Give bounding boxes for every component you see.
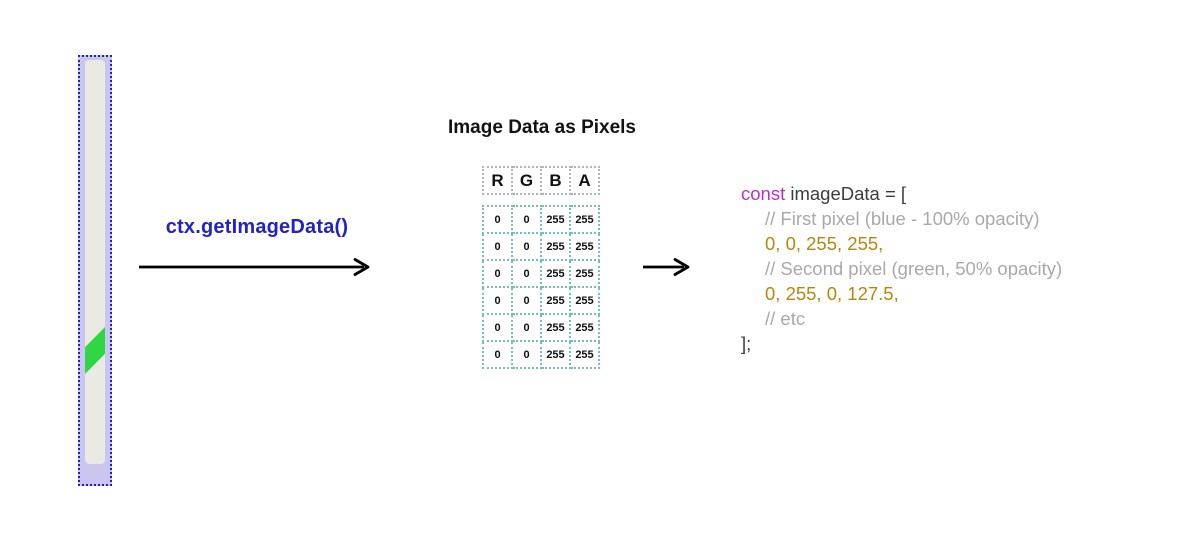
pixel-cell: 255	[540, 313, 571, 342]
green-brush-stroke	[85, 327, 105, 374]
code-token-keyword: const	[741, 183, 791, 204]
pixel-cell: 255	[540, 286, 571, 315]
pixel-header-cell: R	[482, 166, 513, 195]
pixel-cell: 0	[482, 340, 513, 369]
pixel-cell: 0	[511, 232, 542, 261]
pixel-cell: 0	[482, 259, 513, 288]
code-line: ];	[741, 331, 1062, 356]
pixel-table-title: Image Data as Pixels	[448, 117, 636, 138]
pixel-cell: 0	[511, 205, 542, 234]
pixel-cell: 0	[482, 313, 513, 342]
arrow-right-icon	[643, 258, 690, 276]
pixel-cell: 255	[540, 232, 571, 261]
get-image-data-label: ctx.getImageData()	[165, 216, 349, 238]
pixel-header-cell: G	[511, 166, 542, 195]
code-token-plain: ];	[741, 333, 752, 354]
pixel-header-cell: A	[569, 166, 600, 195]
pixel-cell: 255	[569, 340, 600, 369]
pixel-cell: 0	[482, 286, 513, 315]
pixel-cell: 0	[482, 232, 513, 261]
pixel-cell: 255	[540, 205, 571, 234]
pixel-cell: 255	[569, 286, 600, 315]
code-token-number: 0, 0, 255, 255,	[765, 233, 884, 254]
pixel-cell: 0	[511, 259, 542, 288]
code-block: const imageData = [// First pixel (blue …	[741, 181, 1062, 356]
pixel-cell: 255	[569, 205, 600, 234]
source-canvas	[78, 55, 112, 486]
pixel-cell: 0	[511, 313, 542, 342]
pixel-cell: 255	[540, 340, 571, 369]
code-token-plain: imageData = [	[790, 183, 907, 204]
pixel-cell: 255	[540, 259, 571, 288]
pixel-cell: 0	[511, 340, 542, 369]
code-token-comment: // etc	[765, 308, 806, 329]
code-token-number: 0, 255, 0, 127.5,	[765, 283, 899, 304]
code-line: const imageData = [	[741, 181, 1062, 206]
code-line: 0, 0, 255, 255,	[741, 231, 1062, 256]
canvas-surface	[85, 60, 105, 464]
pixel-cell: 0	[511, 286, 542, 315]
pixel-cell: 0	[482, 205, 513, 234]
code-token-comment: // First pixel (blue - 100% opacity)	[765, 208, 1040, 229]
code-line: 0, 255, 0, 127.5,	[741, 281, 1062, 306]
code-token-comment: // Second pixel (green, 50% opacity)	[765, 258, 1063, 279]
pixel-cell: 255	[569, 259, 600, 288]
pixel-header-cell: B	[540, 166, 571, 195]
pixel-cell: 255	[569, 232, 600, 261]
code-line: // First pixel (blue - 100% opacity)	[741, 206, 1062, 231]
code-line: // Second pixel (green, 50% opacity)	[741, 256, 1062, 281]
pixel-cell: 255	[569, 313, 600, 342]
code-line: // etc	[741, 306, 1062, 331]
arrow-right-icon	[139, 258, 370, 276]
